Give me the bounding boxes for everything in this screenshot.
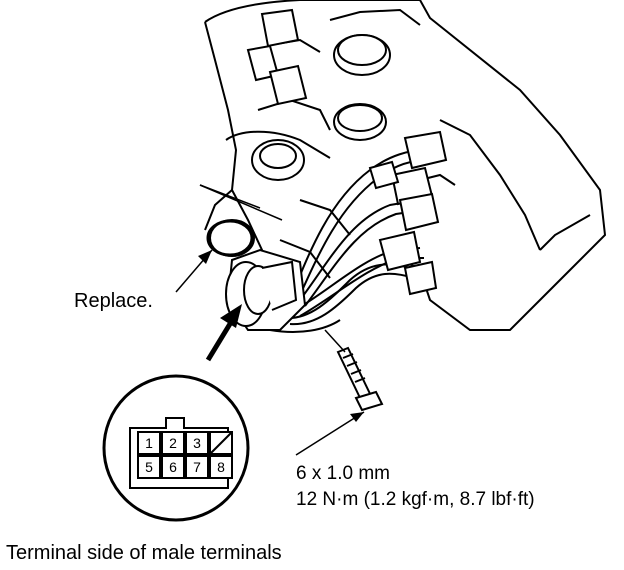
harness-connectors: [368, 130, 448, 296]
pin-1-label: 1: [145, 435, 153, 451]
housing-fittings: [246, 8, 308, 106]
bolt-torque-callout: 12 N·m (1.2 kgf·m, 8.7 lbf·ft): [296, 489, 535, 510]
housing-plugs: [251, 34, 391, 181]
figure-caption: Terminal side of male terminals: [6, 542, 282, 564]
mounting-bolt: [336, 346, 384, 412]
bolt-size-callout: 6 x 1.0 mm: [296, 463, 390, 484]
pin-7-label: 7: [193, 459, 201, 475]
bolt-arrowhead: [350, 412, 364, 422]
pin-6-label: 6: [169, 459, 177, 475]
connector-face: [129, 417, 233, 489]
pin-3-label: 3: [193, 435, 201, 451]
pin-2-label: 2: [169, 435, 177, 451]
pin-5-label: 5: [145, 459, 153, 475]
solenoid-body: [209, 219, 307, 331]
zoom-arrowhead: [220, 304, 242, 328]
connector-pin-labels: 1 2 3 5 6 7 8: [145, 435, 225, 475]
pin-8-label: 8: [217, 459, 225, 475]
o-ring: [206, 219, 254, 257]
replace-arrowhead: [198, 250, 212, 264]
replace-callout: Replace.: [74, 290, 153, 312]
